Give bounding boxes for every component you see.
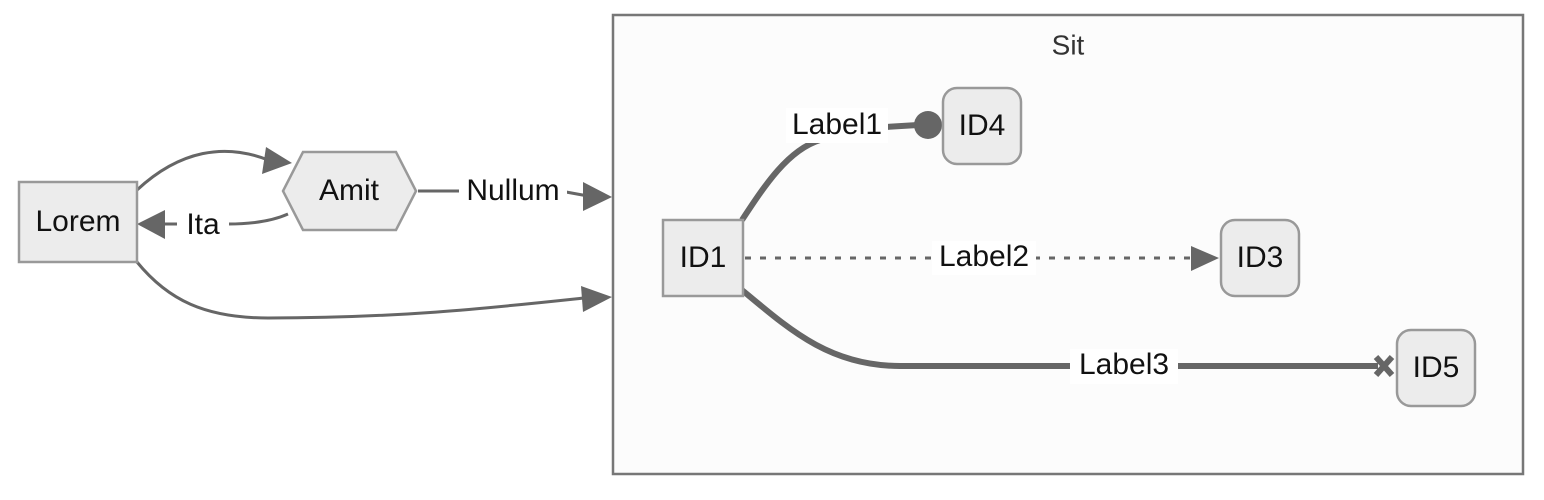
node-lorem-shape <box>17 180 139 264</box>
edge-id1-id4-label: Label1 <box>792 108 882 141</box>
node-id4-label: ID4 <box>959 109 1006 142</box>
edge-id1-id4-label-bg <box>786 108 888 143</box>
edge-id1-id4[interactable]: Label1 <box>739 108 942 222</box>
edge-id1-id3-arrowhead <box>1191 246 1219 271</box>
edge-amit-lorem-label-bg <box>177 208 229 241</box>
node-lorem-label: Lorem <box>35 205 120 238</box>
node-id5-shape <box>1395 328 1477 408</box>
node-id3[interactable]: ID3 <box>1219 218 1301 298</box>
edge-amit-lorem-arrowhead <box>137 210 165 239</box>
edge-amit-nullum-arrowhead <box>583 182 612 211</box>
edge-id1-id3-label: Label2 <box>939 240 1029 273</box>
node-lorem[interactable]: Lorem <box>17 180 139 264</box>
node-id4[interactable]: ID4 <box>941 86 1023 166</box>
edge-id1-id5-label-bg <box>1070 349 1178 384</box>
node-id3-shape <box>1219 218 1301 298</box>
edge-amit-lorem-path-right <box>227 212 289 226</box>
edge-amit-nullum-label: Nullum <box>466 174 559 207</box>
edge-id1-id5-path-left <box>740 287 1072 369</box>
node-id1-label: ID1 <box>680 241 727 274</box>
edge-amit-nullum-label-bg <box>459 175 567 208</box>
edge-id1-id5-label: Label3 <box>1079 348 1169 381</box>
edge-lorem-amit[interactable] <box>135 147 292 192</box>
node-id1-shape <box>661 218 745 298</box>
node-id1[interactable]: ID1 <box>661 218 745 298</box>
edge-id1-id4-path-right <box>884 122 919 130</box>
edge-lorem-amit-path <box>135 149 269 192</box>
node-id4-shape <box>941 86 1023 166</box>
edge-lorem-sit-path <box>135 261 585 320</box>
edge-id1-id4-path-left <box>739 137 821 222</box>
node-id3-label: ID3 <box>1237 241 1284 274</box>
edge-amit-lorem[interactable]: Ita <box>137 208 289 241</box>
edge-lorem-amit-arrowhead <box>262 147 292 174</box>
edge-id1-id5[interactable]: Label3 <box>740 287 1395 384</box>
edge-amit-nullum[interactable]: Nullum <box>418 174 612 211</box>
node-amit[interactable]: Amit <box>281 150 418 232</box>
edge-id1-id3-label-bg <box>932 241 1036 275</box>
edge-id1-id4-circle-marker <box>914 111 942 139</box>
edge-id1-id5-cross-marker <box>1373 355 1395 377</box>
node-id5[interactable]: ID5 <box>1395 328 1477 408</box>
node-amit-label: Amit <box>319 174 380 207</box>
edge-amit-lorem-label: Ita <box>186 208 220 241</box>
edge-id1-id3[interactable]: Label2 <box>745 240 1219 275</box>
cluster-sit-box <box>611 13 1525 476</box>
node-id5-label: ID5 <box>1413 351 1460 384</box>
cluster-sit-title: Sit <box>1052 29 1085 60</box>
edge-lorem-sit-arrowhead <box>581 286 612 312</box>
edge-lorem-sit[interactable] <box>135 261 612 320</box>
node-amit-shape <box>281 150 418 232</box>
cluster-sit[interactable]: Sit <box>611 13 1525 476</box>
